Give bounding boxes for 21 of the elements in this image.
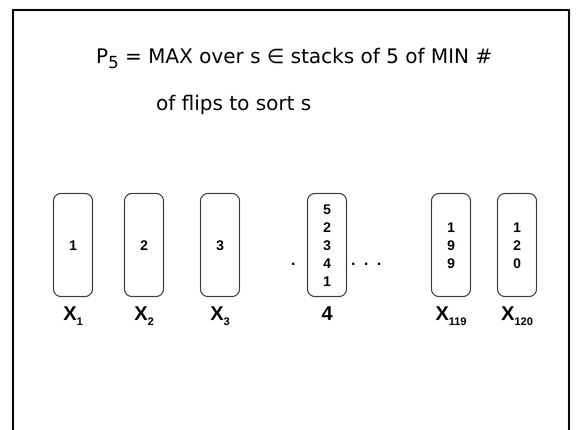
stack-label: X$_{2}$	[134, 302, 154, 330]
stack-box	[53, 193, 93, 297]
stack-numbers: 1 9 9	[446, 218, 456, 272]
title: P$_{5}$ = MAX over s ∈ stacks of 5 of MIN # of flips to sort s	[96, 43, 494, 117]
stack-box	[497, 193, 537, 297]
stack-label: X$_{3}$	[210, 302, 230, 330]
ellipsis: .	[291, 252, 296, 270]
ellipsis: . . .	[351, 252, 382, 270]
stack-label: X$_{120}$	[501, 302, 533, 330]
stack-numbers: 3	[215, 236, 225, 254]
stack-box	[431, 193, 471, 297]
stack-box	[124, 193, 164, 297]
stack-numbers: 1 2 0	[512, 218, 522, 272]
stack-box	[200, 193, 240, 297]
stack-label: X$_{1}$	[63, 302, 83, 330]
stack-label: X$_{119}$	[435, 302, 467, 330]
stack-numbers: 1	[68, 236, 78, 254]
stack-label: 4	[321, 302, 333, 326]
stack-box	[307, 193, 347, 297]
stack-numbers: 2	[139, 236, 149, 254]
stack-numbers: 5 2 3 4 1	[322, 200, 332, 290]
